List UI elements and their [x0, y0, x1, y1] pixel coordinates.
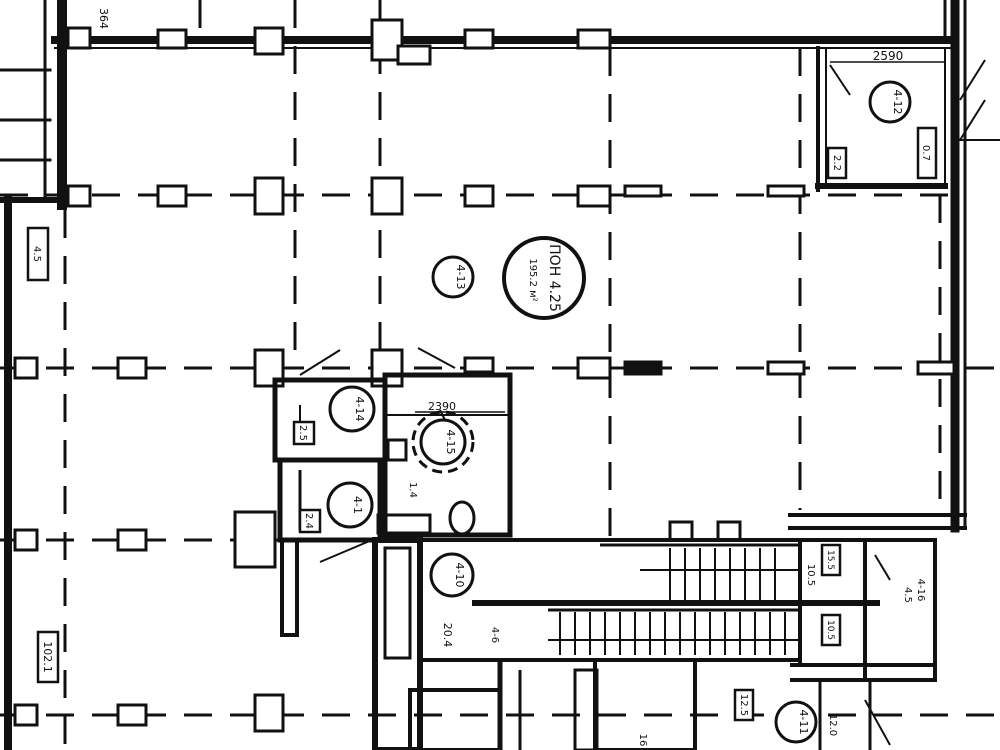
bottom-label-1: 12.5 [738, 694, 749, 716]
bottom-fragment: 4-6 [489, 627, 500, 643]
room-side-4-12: 0.7 [920, 145, 931, 161]
left-small-room-area: 4.5 [31, 246, 42, 262]
room-tag-4-10: 4-10 [453, 563, 466, 588]
room-tag-4-13: 4-13 [454, 265, 467, 290]
area-boxes [26, 126, 938, 722]
room-area-4-12: 2.2 [831, 155, 842, 171]
room-tag-4-1: 4-1 [351, 496, 364, 514]
room-area-4-15: 1.4 [407, 482, 418, 498]
right-room-area: 4.5 [902, 587, 913, 603]
wc-block [272, 372, 513, 637]
pon-room-label: ПОН 4.25 [546, 244, 562, 312]
door-swings [299, 59, 986, 746]
room-tag-4-12: 4-12 [891, 90, 904, 115]
top-dimension-text: 2590 [873, 49, 904, 63]
room-tag-4-11: 4-11 [797, 710, 810, 735]
room-tag-4-15: 4-15 [444, 430, 457, 455]
stair-note-2: 15.5 [825, 550, 835, 570]
pon-room-area: 195.2 м² [527, 258, 538, 301]
dimension-lines [415, 61, 945, 413]
plan-texts: 2590 2390 364 ПОН 4.25 195.2 м² 4-13 4-1… [31, 8, 931, 746]
stair-note-3: 10.5 [825, 620, 835, 640]
room-area-4-1: 2.4 [303, 513, 314, 529]
room-area-4-14: 2.5 [297, 425, 308, 441]
top-left-fragment: 364 [97, 8, 110, 29]
bottom-label-2: 16 [637, 734, 648, 747]
room-area-4-10: 20.4 [441, 623, 454, 648]
stair-core [372, 537, 937, 750]
columns [13, 18, 956, 733]
mid-dimension-text: 2390 [428, 400, 456, 413]
right-door-label: 4-16 [915, 579, 926, 602]
room-tag-4-14: 4-14 [353, 397, 366, 422]
stair-note-1: 10.5 [805, 564, 816, 586]
room-tags [326, 80, 912, 744]
room-area-4-11: 12.0 [827, 714, 838, 736]
left-big-room-area: 102.1 [41, 641, 54, 673]
